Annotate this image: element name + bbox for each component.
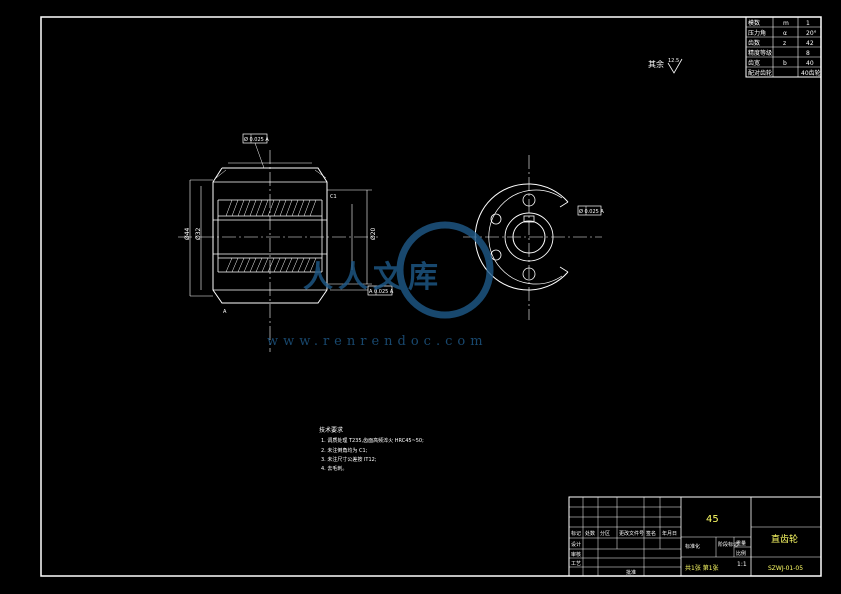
param-row-1-symbol: α bbox=[783, 30, 787, 37]
title-header-mark: 标记 bbox=[571, 530, 581, 537]
param-row-1-name: 压力角 bbox=[748, 29, 766, 37]
outer-border bbox=[40, 16, 822, 577]
dim-outer-diameter: Ø44 bbox=[184, 227, 191, 240]
watermark-brand: 人人文库 bbox=[303, 260, 443, 295]
title-scale-value: 1:1 bbox=[737, 561, 747, 568]
watermark: 人人文库 www.renrendoc.com bbox=[267, 221, 494, 349]
title-row-approve: 批准 bbox=[626, 569, 636, 576]
title-scale-label: 比例 bbox=[736, 550, 746, 557]
side-hole-left-upper bbox=[490, 213, 502, 225]
title-row-design: 设计 bbox=[571, 541, 581, 548]
param-row-4-value: 40 bbox=[806, 60, 814, 67]
parameter-table: 模数 m 1 压力角 α 20° 齿数 z 42 精度等级 8 齿宽 b 40 … bbox=[745, 16, 822, 78]
roughness-prefix: 其余 bbox=[648, 59, 664, 69]
tech-req-item-1: 1. 调质处理 T235,齿面高频淬火 HRC45~50; bbox=[321, 437, 424, 444]
side-hole-top bbox=[522, 193, 536, 207]
tech-req-title: 技术要求 bbox=[319, 426, 343, 434]
side-hole-bottom bbox=[522, 267, 536, 281]
param-row-5-value: 40齿轮 bbox=[801, 69, 821, 77]
watermark-url: www.renrendoc.com bbox=[267, 334, 488, 349]
front-runout-flag: A 0.025 A bbox=[369, 289, 394, 295]
title-part-name: 直齿轮 bbox=[771, 533, 798, 545]
title-row-review: 审核 bbox=[571, 551, 581, 558]
dim-mid-diameter: Ø32 bbox=[195, 227, 202, 240]
param-row-2-name: 齿数 bbox=[748, 39, 760, 47]
param-row-3-value: 8 bbox=[806, 50, 810, 57]
title-sheet-count: 共1张 第1张 bbox=[685, 564, 719, 572]
dim-bore-diameter: Ø20 bbox=[370, 227, 377, 240]
param-row-3-name: 精度等级 bbox=[748, 49, 772, 57]
title-block: 标记 处数 分区 更改文件号 签名 年月日 设计 审核 工艺 批准 45 标准化… bbox=[568, 496, 822, 577]
param-row-0-value: 1 bbox=[806, 20, 810, 27]
tech-req-item-3: 3. 未注尺寸公差按 IT12; bbox=[321, 456, 377, 463]
tech-req-item-2: 2. 未注倒角均为 C1; bbox=[321, 447, 368, 454]
param-row-4-symbol: b bbox=[783, 60, 787, 67]
dim-chamfer: C1 bbox=[330, 194, 337, 200]
title-part-code: SZWJ-01-05 bbox=[768, 565, 803, 572]
title-material: 45 bbox=[706, 514, 719, 525]
roughness-symbol-icon bbox=[667, 58, 683, 74]
param-row-1-value: 20° bbox=[806, 30, 817, 37]
front-datum-flag: Ø 0.025 A bbox=[244, 136, 269, 143]
param-row-2-symbol: z bbox=[783, 40, 786, 47]
tech-req-item-4: 4. 去毛刺。 bbox=[321, 465, 347, 472]
technical-requirements: 技术要求 1. 调质处理 T235,齿面高频淬火 HRC45~50; 2. 未注… bbox=[319, 426, 424, 472]
param-row-0-name: 模数 bbox=[748, 19, 760, 27]
title-weight: 重量 bbox=[736, 540, 746, 547]
param-row-5-name: 配对齿轮 bbox=[748, 69, 772, 77]
param-row-4-name: 齿宽 bbox=[748, 59, 760, 67]
watermark-logo-icon bbox=[396, 221, 494, 319]
side-view: Ø 0.025 A bbox=[463, 155, 604, 320]
title-header-zone: 分区 bbox=[600, 530, 610, 537]
title-standardization: 标准化 bbox=[685, 543, 700, 550]
side-position-flag: Ø 0.025 A bbox=[579, 208, 604, 215]
title-header-sign: 签名 bbox=[646, 530, 656, 537]
title-stage-mark: 阶段标记 bbox=[718, 541, 738, 548]
roughness-note: 其余 12.5 bbox=[648, 58, 683, 74]
title-row-process: 工艺 bbox=[571, 561, 581, 567]
title-header-date: 年月日 bbox=[662, 530, 677, 537]
roughness-value: 12.5 bbox=[668, 58, 679, 64]
front-section-label: A bbox=[223, 309, 227, 315]
param-row-2-value: 42 bbox=[806, 40, 814, 47]
title-header-change: 更改文件号 bbox=[619, 530, 644, 537]
param-row-0-symbol: m bbox=[783, 20, 789, 27]
front-section-view: Ø44 Ø32 Ø20 C1 Ø 0.025 A A 0.025 A A bbox=[178, 133, 394, 352]
title-header-count: 处数 bbox=[585, 530, 595, 537]
